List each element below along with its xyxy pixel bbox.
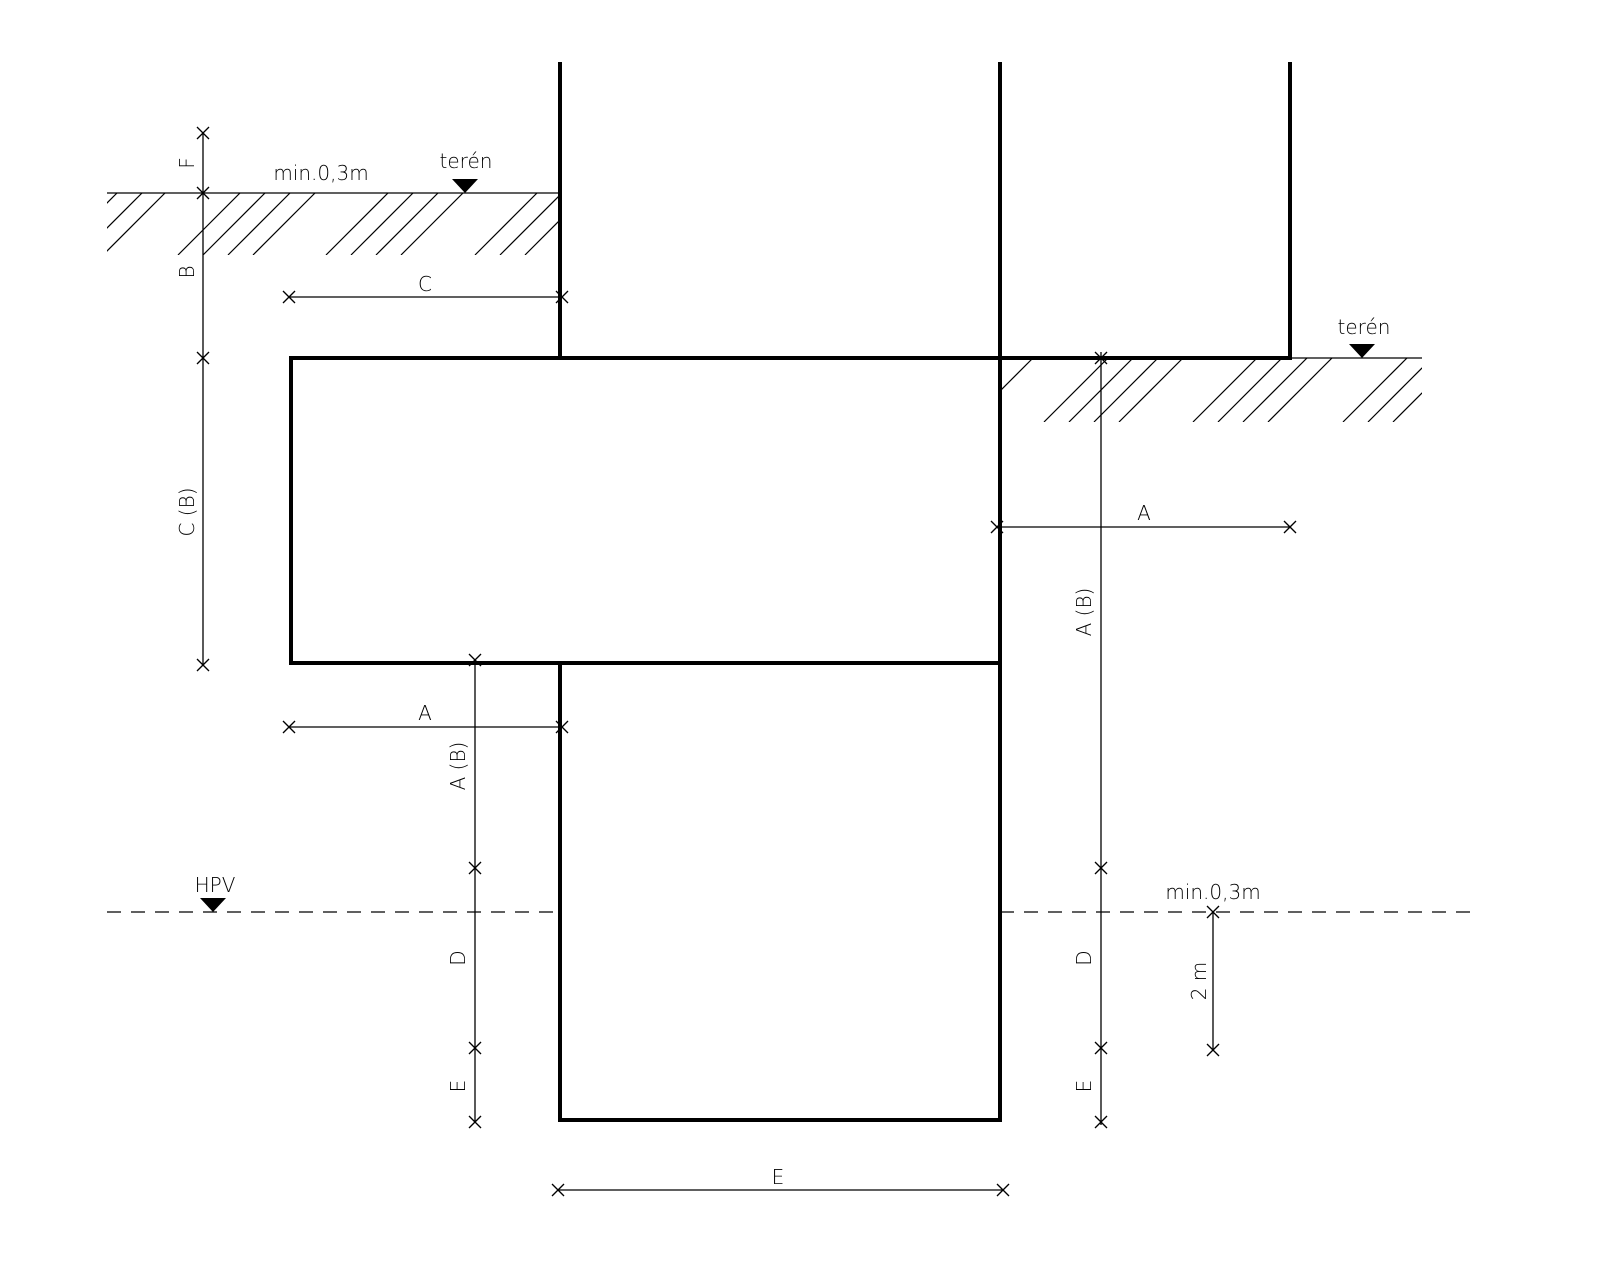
hatch-line xyxy=(1118,358,1184,422)
hatch-line xyxy=(1192,358,1258,422)
dim-label-d-left: D xyxy=(446,950,470,965)
terrain-label-right: terén xyxy=(1338,315,1391,339)
hatch-line xyxy=(524,219,560,255)
hatch-line xyxy=(1093,358,1159,422)
dimension-tick xyxy=(555,720,569,734)
dim-label-d-right: D xyxy=(1072,950,1096,965)
hatch-line xyxy=(375,193,439,255)
dimension-tick xyxy=(196,351,210,365)
dim-label-e-bottom: E xyxy=(772,1165,785,1189)
dimension-tick xyxy=(1094,1115,1108,1129)
hatch-line xyxy=(474,193,538,255)
hatch-line xyxy=(1242,358,1308,422)
terrain-marker-right-icon xyxy=(1349,344,1375,358)
dimension-tick xyxy=(996,1183,1010,1197)
min-depth-label-left: min.0,3m xyxy=(273,161,368,185)
hatch-line xyxy=(1267,358,1333,422)
dimension-tick xyxy=(1283,520,1297,534)
dim-label-a-left: A xyxy=(418,701,432,725)
hatch-line xyxy=(107,193,166,252)
dimension-tick xyxy=(468,1115,482,1129)
dim-label-2m: 2 m xyxy=(1187,962,1211,1001)
dimension-tick xyxy=(1094,1041,1108,1055)
dimension-tick xyxy=(990,520,1004,534)
dimension-tick xyxy=(1094,861,1108,875)
hatch-line xyxy=(325,193,389,255)
dim-label-a-b-left: A (B) xyxy=(446,742,470,791)
dimension-tick xyxy=(1206,1043,1220,1057)
dimension-tick xyxy=(551,1183,565,1197)
hatch-line xyxy=(1392,392,1422,422)
lower-basement-box xyxy=(558,661,1002,1122)
hatch-line xyxy=(1217,358,1283,422)
hatch-line xyxy=(350,193,414,255)
hatch-line xyxy=(400,193,464,255)
dim-label-c-b: C (B) xyxy=(175,487,199,536)
hatch-line xyxy=(252,193,316,255)
hpv-marker-icon xyxy=(200,898,226,912)
dim-label-f: F xyxy=(175,157,199,169)
dim-label-e-left: E xyxy=(446,1080,470,1093)
hatch-line xyxy=(107,193,118,204)
hatch-line xyxy=(107,193,143,229)
dimension-tick xyxy=(196,658,210,672)
dimension-tick xyxy=(196,186,210,200)
dim-label-b: B xyxy=(175,265,199,278)
hatch-line xyxy=(177,193,241,255)
dimension-tick xyxy=(555,290,569,304)
dimension-tick xyxy=(468,1041,482,1055)
hatch-line xyxy=(1043,358,1109,422)
dimension-ticks xyxy=(196,126,1297,1197)
soil-hatch-right xyxy=(1000,358,1422,422)
soil-hatch-left xyxy=(107,193,560,255)
hatch-line xyxy=(202,193,266,255)
dimension-tick xyxy=(196,126,210,140)
dimension-tick xyxy=(282,290,296,304)
terrain-label-left: terén xyxy=(440,149,493,173)
terrain-marker-left-icon xyxy=(452,179,478,193)
hpv-label: HPV xyxy=(195,873,236,897)
dimension-tick xyxy=(1206,905,1220,919)
hatch-line xyxy=(1342,358,1408,422)
min-depth-label-right: min.0,3m xyxy=(1165,880,1260,904)
hatch-line xyxy=(1367,367,1422,422)
dimension-tick xyxy=(282,720,296,734)
dim-label-a-right: A xyxy=(1137,501,1151,525)
dimension-tick xyxy=(468,861,482,875)
basement-box xyxy=(289,356,1002,665)
dimension-tick xyxy=(468,653,482,667)
dimension-tick xyxy=(1094,351,1108,365)
dim-label-a-b-right: A (B) xyxy=(1072,588,1096,637)
dim-label-e-right: E xyxy=(1072,1080,1096,1093)
hatch-line xyxy=(227,193,291,255)
dim-label-c: C xyxy=(418,272,432,296)
hatch-line xyxy=(499,194,560,255)
